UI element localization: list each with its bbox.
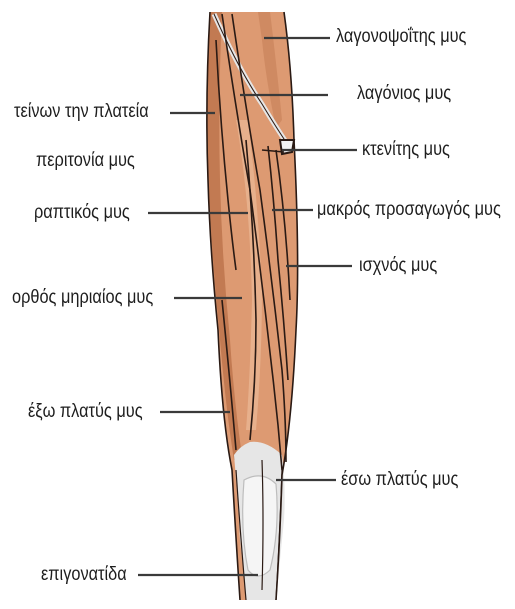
patella [243,476,277,576]
label-sartorius: ραπτικός μυς [34,202,130,224]
label-patella: επιγονατίδα [41,564,127,586]
label-iliopsoas: λαγονοψοΐτης μυς [336,26,466,48]
thigh-illustration [207,12,298,600]
label-gracilis: ισχνός μυς [359,255,437,277]
label-pectineus: κτενίτης μυς [362,139,450,161]
label-tfl-line1: τείνων την πλατεία [14,101,149,123]
label-vastus-medialis: έσω πλατύς μυς [341,469,458,491]
label-adductor-longus: μακρός προσαγωγός μυς [317,199,501,221]
label-iliacus: λαγόνιος μυς [357,83,451,105]
label-tfl-line2: περιτονία μυς [36,150,135,172]
label-rectus-femoris: ορθός μηριαίος μυς [12,287,153,309]
label-vastus-lateralis: έξω πλατύς μυς [28,401,143,423]
